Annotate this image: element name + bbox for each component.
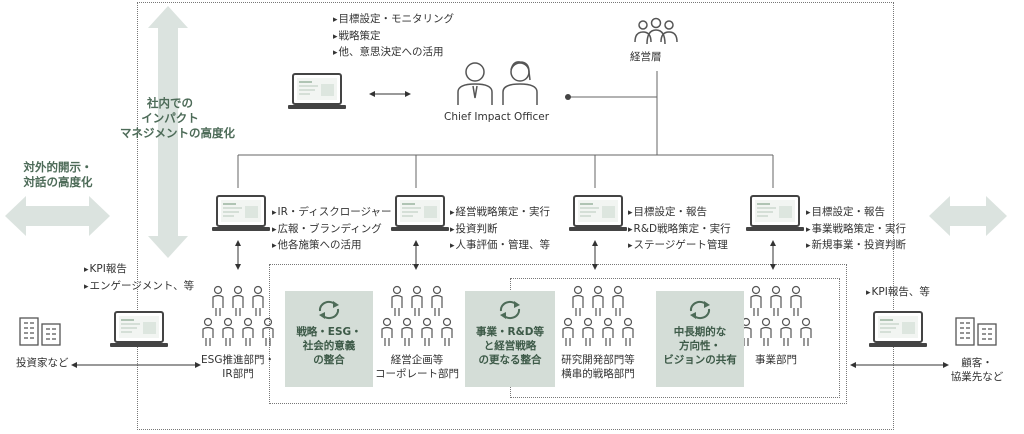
customer-laptop-icon [869,311,927,347]
investor-label: 投資家など [16,357,69,369]
rd-people-icon [572,285,624,316]
cio-laptop-icon [288,73,346,109]
external-disclosure-label: 対外的開示・ 対話の高度化 [23,160,93,189]
internal-arrow-vertical [148,6,188,258]
business-laptop-icon [746,195,804,231]
departments-frame [269,264,847,404]
sync-icon [499,300,521,320]
investor-laptop-icon [110,311,168,347]
management-group-icon [634,17,678,45]
corporate-people-row2-icon [381,317,453,346]
cio-link-dot [565,94,571,100]
esg-people-row2-icon [202,317,274,346]
cio-label: Chief Impact Officer [444,111,550,123]
alignment-box-vision: 中長期的な 方向性・ ビジョンの共有 [656,291,744,387]
internal-impact-label: 社内での インパクト マネジメントの高度化 [120,96,235,140]
rd-people-row2-icon [562,317,634,346]
corporate-usage-bullets: 経営戦略策定・実行 投資判断 人事評価・管理、等 [450,205,551,255]
sync-icon [689,300,711,320]
management-label: 経営層 [630,51,662,63]
rd-laptop-icon [569,195,627,231]
esg-people-icon [212,285,264,316]
customer-label: 顧客・ 協業先など [950,357,1004,383]
customer-bullets: KPI報告、等 [866,285,930,302]
business-dept-label: 事業部門 [755,354,797,366]
investor-building-icon [19,317,61,346]
customer-building-icon [955,317,997,346]
esg-laptop-icon [212,195,270,231]
external-arrow-left [5,196,110,236]
business-people-row2-icon [740,317,812,346]
investor-bullets: KPI報告 エンゲージメント、等 [84,262,195,295]
alignment-box-esg: 戦略・ESG・ 社会的意義 の整合 [285,291,373,387]
business-usage-bullets: 目標設定・報告 事業戦略策定・実行 新規事業・投資判断 [806,205,907,255]
corporate-people-icon [391,285,443,316]
rd-dept-label: 研究開発部門等 横串的戦略部門 [561,354,635,380]
business-people-icon [750,285,802,316]
esg-usage-bullets: IR・ディスクロージャー 広報・ブランディング 他各施策への活用 [272,205,392,255]
top-usage-bullets: 目標設定・モニタリング 戦略策定 他、意思決定への活用 [333,12,455,62]
rd-usage-bullets: 目標設定・報告 R&D戦略策定・実行 ステージゲート管理 [628,205,731,255]
corporate-laptop-icon [391,195,449,231]
corporate-dept-label: 経営企画等 コーポレート部門 [375,354,459,380]
cio-people-icon [457,61,538,105]
sync-icon [318,300,340,320]
esg-dept-label: ESG推進部門・ IR部門 [201,354,275,380]
alignment-box-rd: 事業・R&D等 と経営戦略 の更なる整合 [465,291,555,387]
external-arrow-right [929,196,1007,236]
